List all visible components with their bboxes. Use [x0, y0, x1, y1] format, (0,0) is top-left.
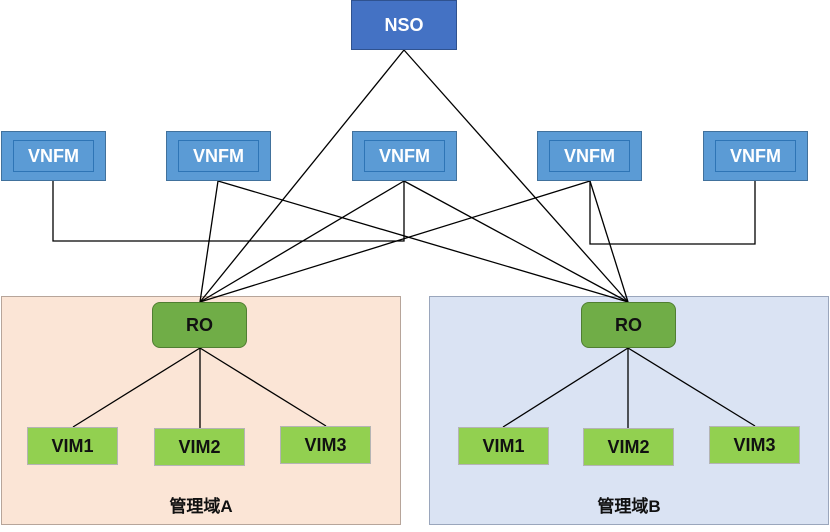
domain-b-label: 管理域B [597, 497, 661, 516]
link-nso-ro-a [199, 49, 405, 303]
vim-node-b1: VIM1 [458, 427, 549, 465]
link-vnfm1-bus [52, 181, 405, 242]
ro-node-domain-b: RO [581, 302, 676, 348]
vim-node-a1: VIM1 [27, 427, 118, 465]
vim-label: VIM2 [178, 436, 221, 457]
link-nso-ro-b [403, 49, 629, 303]
vim-node-b3: VIM3 [709, 426, 800, 464]
link-ro-b-vim1 [502, 347, 629, 428]
vim-label: VIM3 [733, 434, 776, 455]
ro-label: RO [186, 314, 213, 335]
ro-node-domain-a: RO [152, 302, 247, 348]
nso-label: NSO [384, 14, 424, 35]
link-ro-a-vim1 [72, 347, 201, 428]
vnfm-node-1: VNFM [1, 131, 106, 181]
vim-node-b2: VIM2 [583, 428, 674, 466]
vnfm-label: VNFM [379, 145, 430, 166]
link-ro-a-vim3 [199, 347, 327, 427]
vnfm-node-3: VNFM [352, 131, 457, 181]
vim-node-a2: VIM2 [154, 428, 245, 466]
vnfm-label: VNFM [28, 145, 79, 166]
vnfm-node-4: VNFM [537, 131, 642, 181]
vim-label: VIM1 [51, 435, 94, 456]
link-ro-b-vim3 [627, 347, 756, 427]
nso-node: NSO [351, 0, 457, 50]
link-vnfm4-ro-b [589, 180, 629, 303]
vnfm-node-5: VNFM [703, 131, 808, 181]
link-vnfm2-ro-b [217, 180, 629, 303]
vim-label: VIM1 [482, 435, 525, 456]
vim-label: VIM2 [607, 436, 650, 457]
vim-node-a3: VIM3 [280, 426, 371, 464]
vnfm-node-2: VNFM [166, 131, 271, 181]
vnfm-label: VNFM [193, 145, 244, 166]
vnfm-label: VNFM [730, 145, 781, 166]
ro-label: RO [615, 314, 642, 335]
link-vnfm5-bus [589, 181, 756, 245]
vim-label: VIM3 [304, 434, 347, 455]
domain-a-label: 管理域A [169, 497, 233, 516]
link-vnfm3-ro-b [403, 180, 629, 303]
vnfm-label: VNFM [564, 145, 615, 166]
